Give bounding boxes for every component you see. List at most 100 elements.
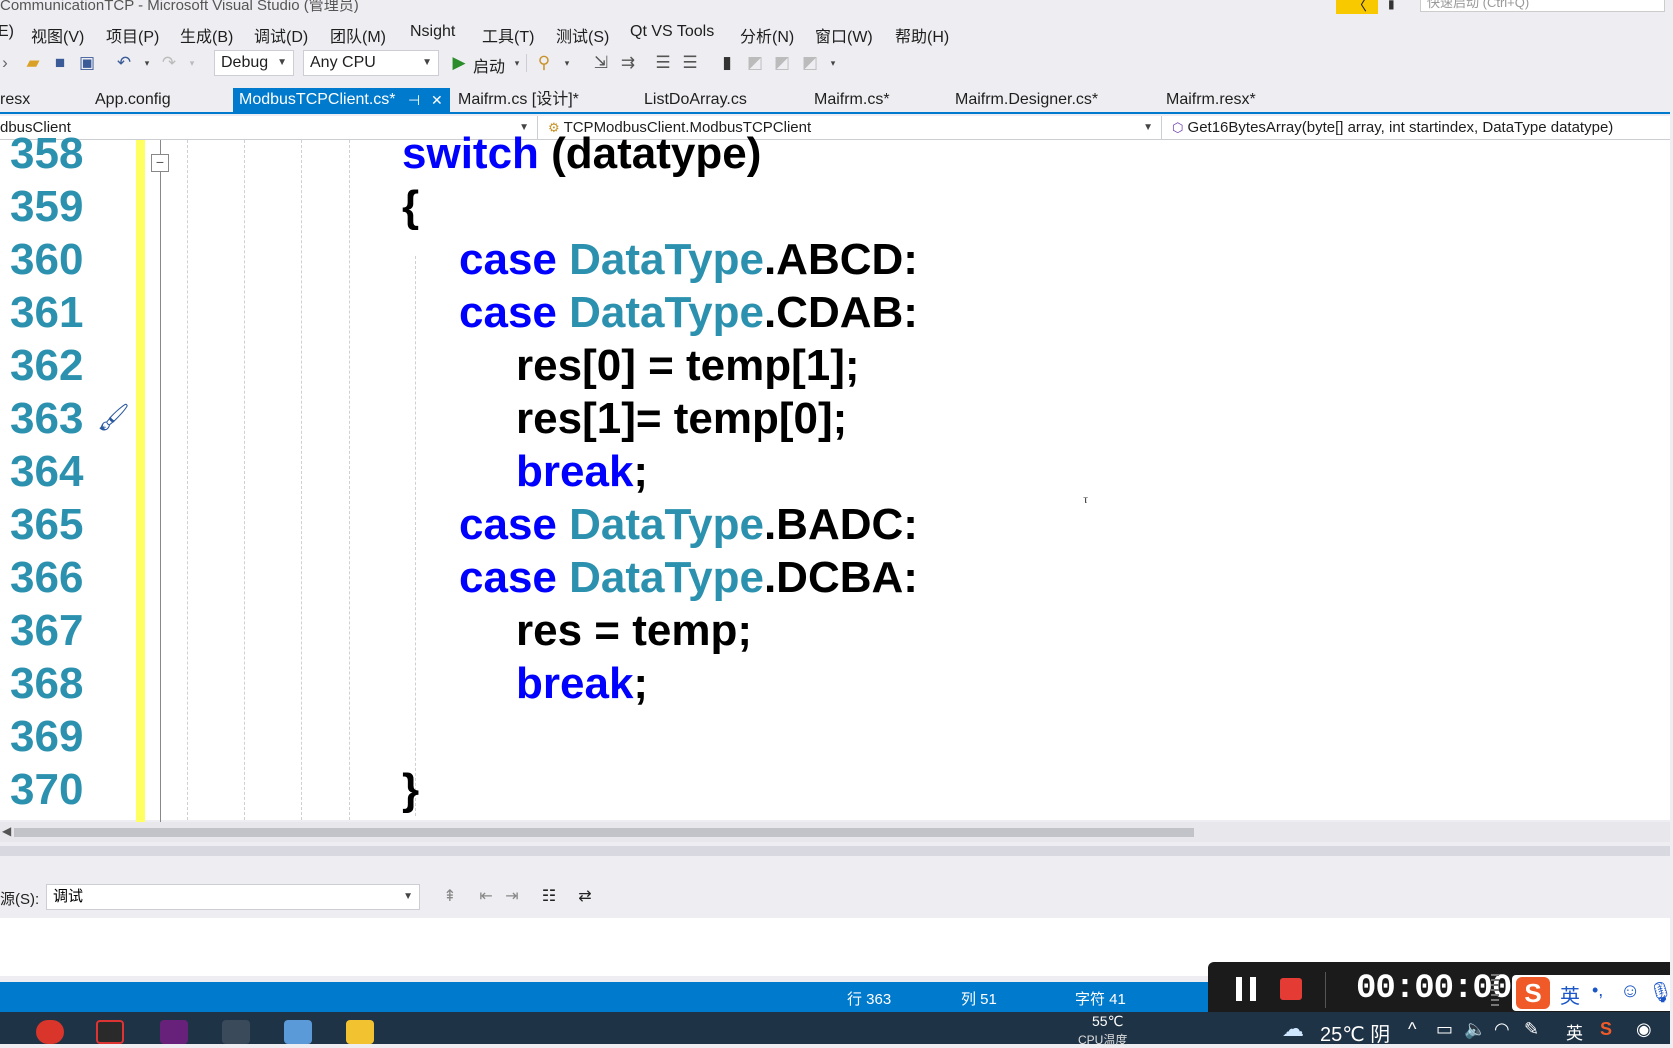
menu-nsight[interactable]: Nsight	[410, 23, 456, 40]
tab-maifrm-resx[interactable]: Maifrm.resx*	[1160, 88, 1262, 112]
chrome-icon[interactable]	[36, 1020, 64, 1044]
sogou-logo-icon[interactable]: S	[1516, 977, 1550, 1009]
close-icon[interactable]: ✕	[431, 92, 443, 108]
project-dropdown[interactable]: dbusClient ▼	[0, 116, 538, 140]
tab-modbus-tcp-client[interactable]: ModbusTCPClient.cs* ⊣ ✕	[233, 88, 450, 112]
sogou-tray-icon[interactable]: S	[1600, 1019, 1613, 1039]
prev-bookmark-icon[interactable]: ◩	[746, 53, 764, 72]
wifi-icon[interactable]: ◠	[1494, 1019, 1510, 1039]
code-line[interactable]: case DataType.BADC:	[459, 498, 918, 551]
menu-help[interactable]: 帮助(H)	[895, 29, 950, 46]
quick-launch-input[interactable]: 快速启动 (Ctrl+Q)	[1420, 0, 1665, 12]
menu-team[interactable]: 团队(M)	[330, 29, 386, 46]
apps-grid-icon[interactable]	[222, 1020, 250, 1044]
code-line[interactable]: res = temp;	[516, 604, 752, 657]
clear-all-icon[interactable]: ☷	[541, 888, 557, 905]
menu-build[interactable]: 生成(B)	[180, 29, 234, 46]
open-file-icon[interactable]: ▰	[26, 53, 40, 72]
tab-maifrm-design[interactable]: Maifrm.cs [设计]*	[452, 88, 585, 112]
visual-studio-icon[interactable]	[160, 1020, 188, 1044]
code-line[interactable]: {	[402, 180, 419, 233]
code-line[interactable]: case DataType.CDAB:	[459, 286, 918, 339]
find-in-files-icon[interactable]: ⚲	[537, 53, 551, 72]
weather-text[interactable]: 25℃ 阴	[1320, 1024, 1391, 1046]
undo-icon[interactable]: ↶	[116, 53, 132, 72]
tab-list-do-array[interactable]: ListDoArray.cs	[638, 88, 753, 112]
nav-forward-icon[interactable]: ›	[2, 53, 8, 72]
menu-view[interactable]: 视图(V)	[31, 29, 85, 46]
code-line[interactable]: case DataType.DCBA:	[459, 551, 918, 604]
tab-app-config[interactable]: App.config	[89, 88, 177, 112]
menu-tools[interactable]: 工具(T)	[482, 29, 535, 46]
code-line[interactable]: break;	[516, 445, 648, 498]
type-dropdown[interactable]: ⚙ TCPModbusClient.ModbusTCPClient ▼	[544, 116, 1162, 140]
next-bookmark-icon[interactable]: ◩	[773, 53, 791, 72]
collapse-icon[interactable]: −	[151, 154, 169, 172]
menu-project[interactable]: 项目(P)	[106, 29, 160, 46]
panel-splitter[interactable]	[0, 846, 1670, 856]
clear-bookmarks-icon[interactable]: ◩	[801, 53, 819, 72]
menu-qt-vs-tools[interactable]: Qt VS Tools	[630, 23, 715, 40]
redo-icon[interactable]: ↷	[161, 53, 177, 72]
word-wrap-icon[interactable]: ⇄	[578, 888, 592, 905]
ime-punctuation[interactable]: •,	[1592, 980, 1604, 1000]
redo-dropdown-icon[interactable]: ▾	[189, 58, 195, 68]
chevron-up-icon[interactable]: ^	[1408, 1019, 1417, 1039]
menu-edit[interactable]: E)	[0, 23, 14, 40]
undo-dropdown-icon[interactable]: ▾	[144, 58, 150, 68]
indent-icon[interactable]: ☰	[682, 53, 698, 72]
step-over-icon[interactable]: ⇉	[620, 53, 636, 72]
pin-icon[interactable]: ⊣	[408, 92, 421, 108]
prev-message-icon[interactable]: ⇤	[479, 888, 493, 905]
code-line[interactable]: }	[402, 763, 419, 816]
drag-handle-icon[interactable]	[1491, 974, 1499, 1006]
bookmark-icon[interactable]: ▮	[722, 53, 732, 72]
ime-mode[interactable]: 英	[1560, 986, 1580, 1008]
volume-icon[interactable]: 🔈	[1464, 1019, 1487, 1039]
scrollbar-thumb[interactable]	[14, 828, 1194, 837]
microphone-icon[interactable]: 🎙	[1648, 982, 1673, 1004]
code-line[interactable]: break;	[516, 657, 648, 710]
input-language[interactable]: 英	[1566, 1024, 1583, 1043]
account-icon[interactable]: ▮	[1388, 0, 1395, 11]
code-line[interactable]: res[0] = temp[1];	[516, 339, 860, 392]
toolbar-overflow-icon[interactable]: ▾	[830, 58, 836, 68]
scroll-left-icon[interactable]: ◀	[2, 824, 12, 838]
code-line[interactable]: res[1]= temp[0];	[516, 392, 847, 445]
wechat-icon[interactable]: ◉	[1636, 1019, 1652, 1039]
tab-maifrm-designer[interactable]: Maifrm.Designer.cs*	[949, 88, 1104, 112]
member-dropdown[interactable]: ⬡ Get16BytesArray(byte[] array, int star…	[1168, 116, 1670, 140]
outdent-icon[interactable]: ☰	[655, 53, 671, 72]
stop-icon[interactable]	[1280, 978, 1302, 1000]
start-debug-icon[interactable]: ▶	[452, 53, 466, 72]
start-button-label[interactable]: 启动	[473, 59, 506, 76]
find-message-icon[interactable]: ⇞	[443, 888, 457, 905]
file-explorer-icon[interactable]	[346, 1020, 374, 1044]
save-icon[interactable]: ■	[54, 53, 66, 72]
pen-icon[interactable]: ✎	[1524, 1019, 1540, 1039]
next-message-icon[interactable]: ⇥	[505, 888, 519, 905]
start-dropdown-icon[interactable]: ▾	[514, 58, 520, 68]
configuration-select[interactable]: Debug ▼	[214, 50, 294, 76]
menu-analyze[interactable]: 分析(N)	[740, 29, 795, 46]
overflow-icon[interactable]: ▾	[564, 58, 570, 68]
step-into-icon[interactable]: ⇲	[593, 53, 609, 72]
editor-horizontal-scrollbar[interactable]: ◀	[0, 822, 1670, 842]
quick-action-brush-icon[interactable]: 🖌	[97, 402, 131, 432]
menu-window[interactable]: 窗口(W)	[815, 29, 873, 46]
notes-app-icon[interactable]	[284, 1020, 312, 1044]
recorder-app-icon[interactable]	[96, 1020, 124, 1044]
output-source-select[interactable]: 调试 ▼	[46, 884, 420, 910]
platform-select[interactable]: Any CPU ▼	[303, 50, 439, 76]
save-all-icon[interactable]: ▣	[78, 53, 96, 72]
menu-test[interactable]: 测试(S)	[556, 29, 610, 46]
feedback-button[interactable]	[1336, 0, 1378, 14]
tab-resx[interactable]: resx	[0, 88, 36, 112]
code-line[interactable]: case DataType.ABCD:	[459, 233, 918, 286]
tab-maifrm-cs[interactable]: Maifrm.cs*	[808, 88, 896, 112]
menu-debug[interactable]: 调试(D)	[254, 29, 309, 46]
pause-icon[interactable]	[1236, 977, 1258, 1001]
code-line[interactable]: switch (datatype)	[402, 127, 761, 180]
emoji-icon[interactable]: ☺	[1620, 980, 1641, 1002]
